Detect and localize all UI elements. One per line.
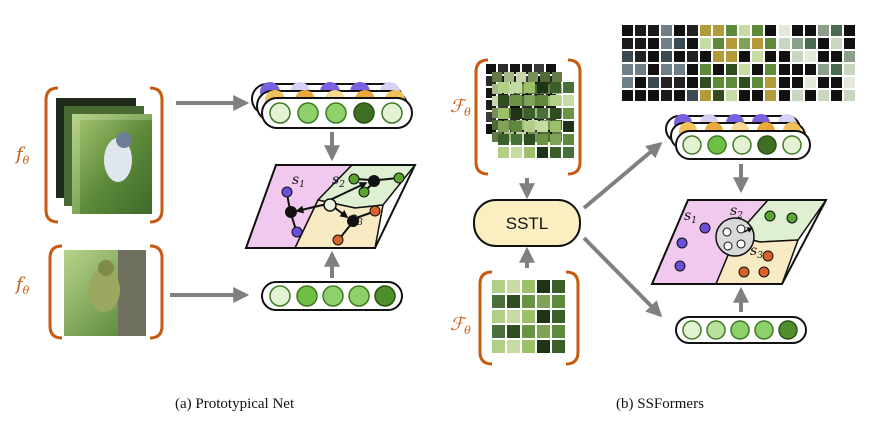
support-embedding-stack <box>251 82 413 129</box>
arrow-sstl-to-query-embedding <box>582 236 663 318</box>
query-image <box>64 250 146 336</box>
s2-label-b: s2 <box>730 203 743 221</box>
caption-ssformers: (b) SSFormers <box>616 396 704 412</box>
s1-label-b: s1 <box>684 208 697 226</box>
query-embedding-b <box>675 316 807 344</box>
support-patch-bracket <box>474 58 582 176</box>
query-embedding <box>261 281 403 311</box>
support-bracket <box>44 86 164 224</box>
sstl-label: SSTL <box>506 214 549 233</box>
caption-prototypical-net: (a) Prototypical Net <box>175 396 295 412</box>
query-patch-bracket <box>478 270 580 366</box>
query-patch-grid <box>492 280 565 353</box>
s2-label-a: s2 <box>332 172 345 190</box>
support-patch-stack <box>486 64 574 158</box>
F-theta-label-support: ℱθ <box>450 96 471 119</box>
s1-label-a: s1 <box>292 172 305 190</box>
embedding-space-a: s1 s2 s3 <box>244 164 417 249</box>
embedding-space-b: s1 s2 s3 <box>650 199 828 285</box>
f-theta-label-support: fθ <box>14 144 30 167</box>
F-theta-label-query: ℱθ <box>450 314 471 337</box>
f-theta-label-query: fθ <box>14 274 30 297</box>
s3-label-b: s3 <box>750 243 763 261</box>
arrow-sstl-to-support-embedding <box>582 141 663 210</box>
prototype-patch-grids <box>622 25 855 101</box>
support-image-stack <box>56 98 152 214</box>
support-embedding-stack-b <box>665 114 811 160</box>
query-bracket <box>48 244 164 340</box>
sstl-module: SSTL <box>473 199 581 247</box>
